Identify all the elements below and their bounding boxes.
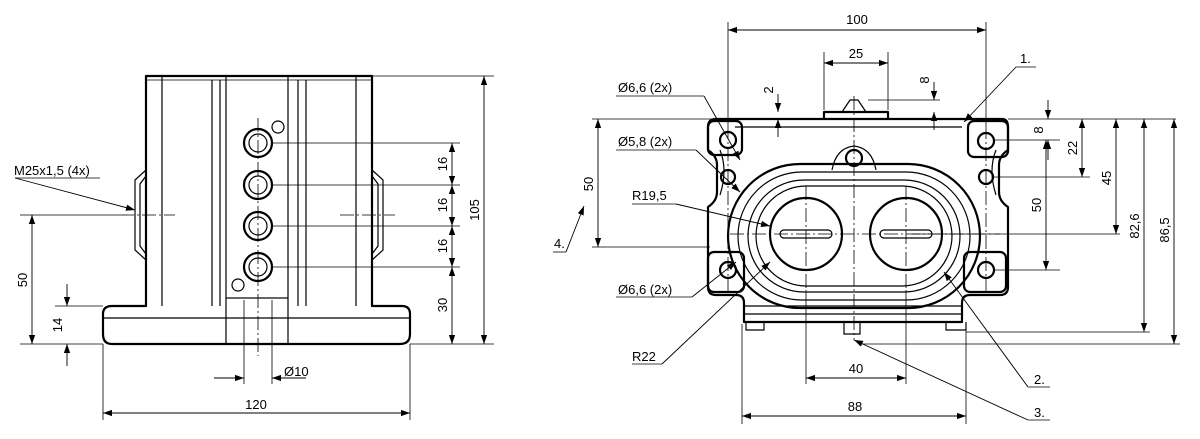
callout-4: 4. bbox=[554, 236, 565, 251]
side-small-screw-bottom bbox=[231, 278, 245, 292]
side-dim-50: 50 bbox=[15, 273, 30, 287]
front-mounting-holes bbox=[706, 119, 1010, 294]
callout-1: 1. bbox=[1020, 51, 1031, 66]
side-small-screw-top bbox=[271, 120, 285, 134]
side-left-gland bbox=[134, 169, 147, 261]
front-radius-small-label: R19,5 bbox=[632, 188, 667, 203]
front-dim-88: 88 bbox=[848, 399, 862, 414]
side-dim-105: 105 bbox=[467, 199, 482, 221]
side-right-gland bbox=[371, 169, 384, 261]
side-dim-dia10: Ø10 bbox=[284, 364, 309, 379]
front-holes-top-label: Ø6,6 (2x) bbox=[618, 80, 672, 95]
front-radius-large-label: R22 bbox=[632, 349, 656, 364]
front-dim-40: 40 bbox=[849, 361, 863, 376]
callout-2: 2. bbox=[1034, 372, 1045, 387]
front-view: 100 25 2 8 50 8 22 45 50 82,6 86,5 40 88… bbox=[553, 12, 1180, 424]
side-body-outline bbox=[101, 74, 412, 346]
side-dim-30: 30 bbox=[435, 298, 450, 312]
front-dim-50-left: 50 bbox=[581, 177, 596, 191]
side-dim-120: 120 bbox=[245, 397, 267, 412]
front-top-actuator bbox=[822, 110, 890, 119]
front-dim-22: 22 bbox=[1065, 141, 1080, 155]
front-dim-2: 2 bbox=[761, 86, 776, 93]
side-dim-16-3: 16 bbox=[435, 239, 450, 253]
front-dim-25: 25 bbox=[849, 46, 863, 61]
front-holes-mid-label: Ø5,8 (2x) bbox=[618, 134, 672, 149]
callout-3: 3. bbox=[1034, 405, 1045, 420]
front-holes-bottom-label: Ø6,6 (2x) bbox=[618, 282, 672, 297]
side-dim-16-1: 16 bbox=[435, 157, 450, 171]
side-front-plate bbox=[225, 75, 289, 299]
side-view: M25x1,5 (4x) 105 16 16 16 30 50 14 Ø10 1… bbox=[14, 74, 494, 420]
front-dim-8-top: 8 bbox=[917, 76, 932, 83]
front-dim-86-5: 86,5 bbox=[1157, 217, 1172, 242]
side-dim-16-2: 16 bbox=[435, 198, 450, 212]
side-dim-14: 14 bbox=[50, 318, 65, 332]
front-dim-100: 100 bbox=[846, 12, 868, 27]
front-housing-outline bbox=[706, 117, 1010, 324]
front-dim-45: 45 bbox=[1099, 171, 1114, 185]
front-cover-outer bbox=[726, 162, 982, 310]
side-thread-label: M25x1,5 (4x) bbox=[14, 163, 90, 178]
front-dim-82-6: 82,6 bbox=[1127, 213, 1142, 238]
front-dim-50-right: 50 bbox=[1029, 198, 1044, 212]
front-dim-8-right: 8 bbox=[1031, 126, 1046, 133]
